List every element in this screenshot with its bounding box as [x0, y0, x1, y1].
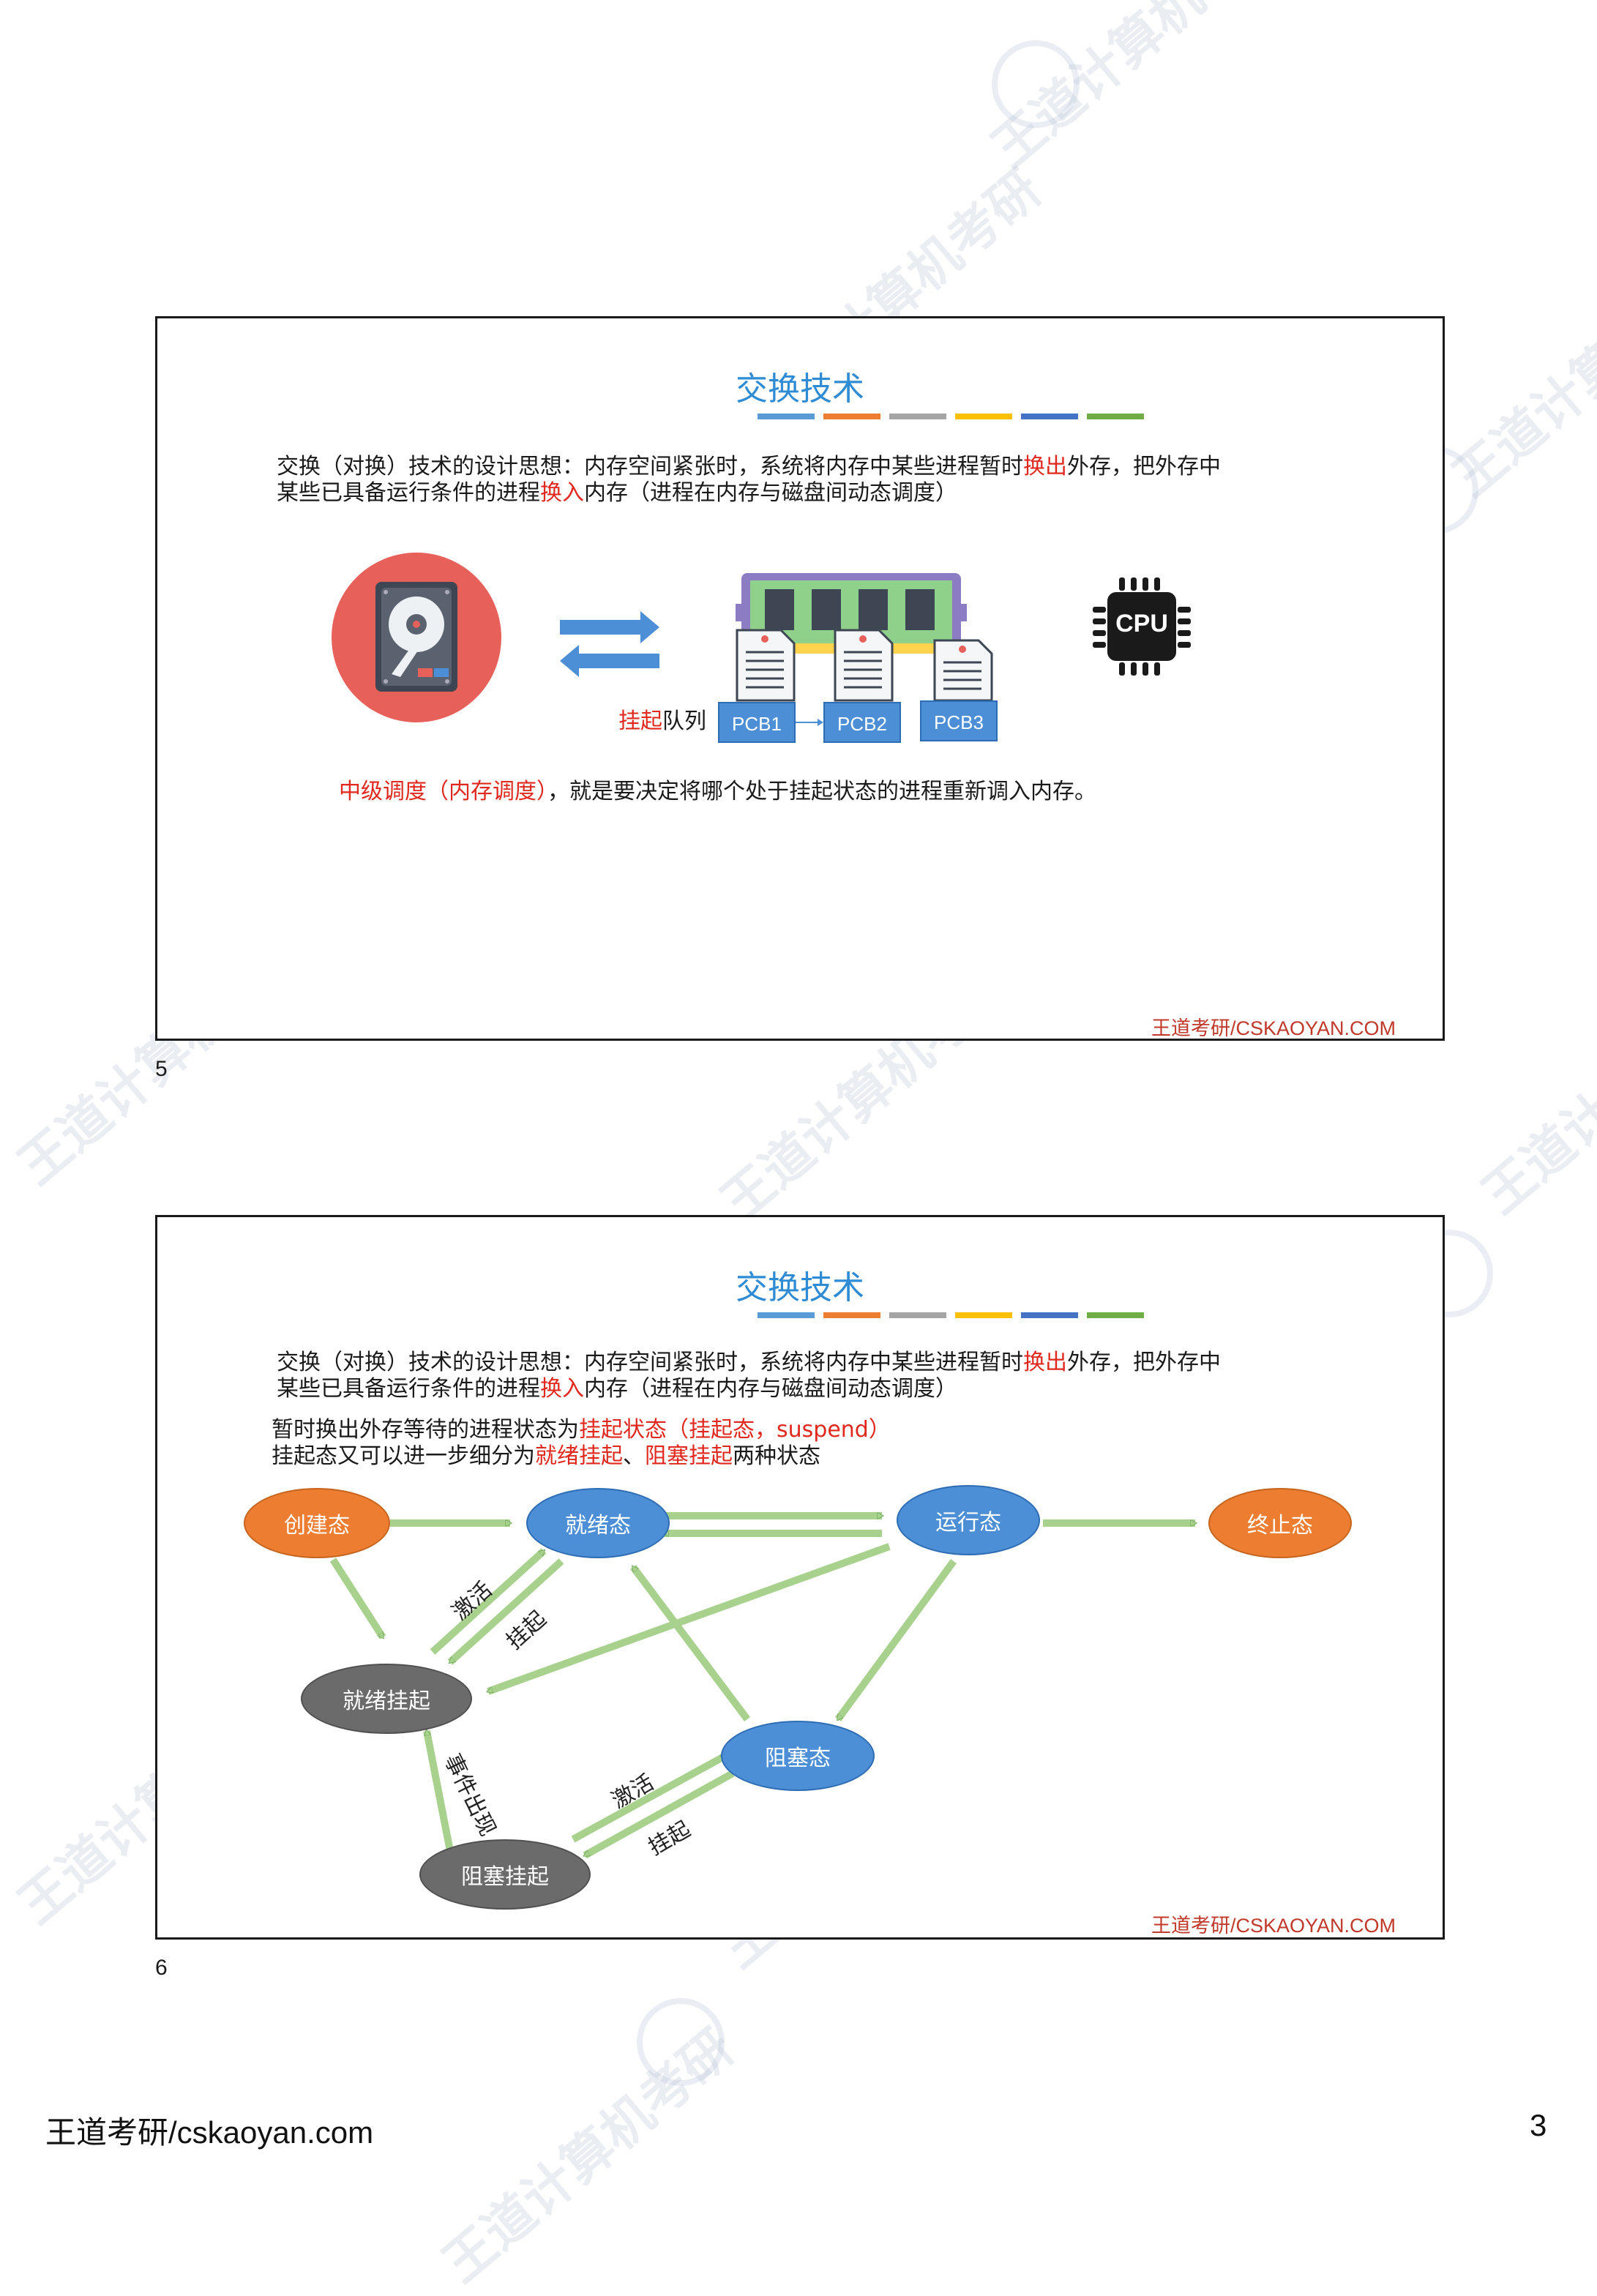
title-bar-segment [889, 1312, 946, 1318]
state-ready-suspend: 就绪挂起 [301, 1664, 472, 1734]
process-document-icon [933, 639, 993, 702]
title-bar-segment [1087, 414, 1144, 419]
text-span: 两种状态 [733, 1443, 820, 1469]
text-span: 内存（进程在内存与磁盘间动态调度） [584, 480, 957, 506]
title-bar-segment [955, 1312, 1012, 1318]
arrow-blocked-to-blocked-suspend [585, 1770, 735, 1859]
swap-out-keyword: 换出 [1023, 1350, 1067, 1375]
swap-in-keyword: 换入 [540, 480, 584, 506]
suspend-state-definition: 暂时换出外存等待的进程状态为挂起状态（挂起态，suspend） [272, 1416, 891, 1444]
text-span: 外存，把外存中 [1067, 1350, 1221, 1375]
design-idea-line-2: 某些已具备运行条件的进程换入内存（进程在内存与磁盘间动态调度） [277, 479, 957, 507]
page-footer: 王道考研/cskaoyan.com [45, 2115, 374, 2150]
process-document-icon [834, 629, 894, 702]
text-span: 交换（对换）技术的设计思想：内存空间紧张时，系统将内存中某些进程暂时 [277, 1350, 1023, 1375]
state-running: 运行态 [897, 1485, 1040, 1555]
design-idea-line-1: 交换（对换）技术的设计思想：内存空间紧张时，系统将内存中某些进程暂时换出外存，把… [277, 453, 1221, 481]
text-span: 外存，把外存中 [1067, 454, 1221, 479]
state-blocked-suspend: 阻塞挂起 [419, 1839, 591, 1910]
title-bar-segment [823, 414, 880, 419]
title-bar-segment [1021, 1312, 1078, 1318]
arrow-running-to-blocked [834, 1559, 957, 1721]
text-span: 某些已具备运行条件的进程 [277, 1376, 540, 1402]
design-idea-line-1: 交换（对换）技术的设计思想：内存空间紧张时，系统将内存中某些进程暂时换出外存，把… [277, 1349, 1221, 1377]
watermark-text: 王道计 [1470, 1080, 1597, 1226]
text-span: 、 [623, 1443, 645, 1469]
state-transition-arrows [329, 1512, 1443, 1859]
watermark-text: 王道计算机考研 [431, 2017, 745, 2295]
state-label: 阻塞态 [765, 1746, 831, 1771]
slide-footer: 王道考研/CSKAOYAN.COM [1151, 1915, 1396, 1937]
pcb-block: PCB2 [823, 702, 901, 743]
swap-arrows-icon [560, 608, 662, 681]
mid-term-scheduling-note: 中级调度（内存调度），就是要决定将哪个处于挂起状态的进程重新调入内存。 [339, 778, 1096, 806]
pcb-block: PCB3 [920, 700, 998, 741]
title-bar-segment [889, 414, 946, 419]
title-color-bar [758, 1312, 1144, 1318]
title-bar-segment [823, 1312, 880, 1318]
text-span: ，就是要决定将哪个处于挂起状态的进程重新调入内存。 [547, 779, 1096, 804]
slide-footer: 王道考研/CSKAOYAN.COM [1151, 1017, 1396, 1039]
arrow-blocked-suspend-to-ready-suspend [423, 1731, 454, 1852]
blocked-suspend-keyword: 阻塞挂起 [645, 1443, 733, 1469]
pcb-block: PCB1 [718, 702, 796, 743]
arrow-blocked-to-ready [630, 1565, 750, 1721]
suspend-subdivision: 挂起态又可以进一步细分为就绪挂起、阻塞挂起两种状态 [272, 1443, 820, 1470]
page-number: 3 [1530, 2108, 1547, 2142]
suspend-keyword: 挂起 [618, 708, 662, 734]
slide-title: 交换技术 [736, 1269, 864, 1306]
arrow-create-to-ready-suspend [329, 1558, 386, 1637]
swap-out-keyword: 换出 [1023, 454, 1067, 479]
arrow-ready-to-ready-suspend [447, 1558, 564, 1665]
queue-arrow-icon [796, 717, 823, 728]
watermark-logo [992, 40, 1080, 128]
text-span: 暂时换出外存等待的进程状态为 [272, 1417, 579, 1443]
swap-in-keyword: 换入 [540, 1376, 584, 1402]
slide-5: 交换技术 交换（对换）技术的设计思想：内存空间紧张时，系统将内存中某些进程暂时换… [155, 316, 1445, 1041]
design-idea-line-2: 某些已具备运行条件的进程换入内存（进程在内存与磁盘间动态调度） [277, 1375, 957, 1403]
text-span: 挂起态又可以进一步细分为 [272, 1443, 535, 1469]
slide-number: 6 [155, 1956, 168, 1980]
text-span: 队列 [662, 708, 706, 734]
state-create: 创建态 [244, 1488, 390, 1558]
cpu-icon: CPU [1087, 572, 1197, 681]
state-label: 创建态 [284, 1513, 350, 1538]
state-label: 就绪挂起 [343, 1689, 430, 1714]
title-bar-segment [1021, 414, 1078, 419]
arrow-ready-suspend-to-ready [430, 1548, 547, 1655]
state-label: 终止态 [1247, 1513, 1313, 1538]
title-bar-segment [758, 414, 815, 419]
slide-number: 5 [155, 1057, 168, 1081]
title-bar-segment [758, 1312, 815, 1318]
suspend-state-keyword: 挂起状态（挂起态，suspend） [579, 1417, 891, 1443]
arrow-running-to-ready-suspend [488, 1543, 891, 1695]
title-bar-segment [955, 414, 1012, 419]
title-bar-segment [1087, 1312, 1144, 1318]
watermark-logo [637, 1998, 725, 2086]
state-label: 运行态 [935, 1510, 1001, 1536]
text-span: 某些已具备运行条件的进程 [277, 480, 540, 506]
slide-title: 交换技术 [736, 370, 864, 408]
arrow-blocked-suspend-to-blocked [571, 1752, 725, 1843]
text-span: 内存（进程在内存与磁盘间动态调度） [584, 1376, 957, 1402]
state-blocked: 阻塞态 [721, 1721, 875, 1791]
state-ready: 就绪态 [526, 1488, 670, 1558]
title-color-bar [758, 414, 1144, 419]
hard-disk-icon [330, 551, 503, 724]
cpu-label: CPU [1115, 610, 1168, 637]
slide-6: 交换技术 交换（对换）技术的设计思想：内存空间紧张时，系统将内存中某些进程暂时换… [155, 1215, 1445, 1940]
text-span: 交换（对换）技术的设计思想：内存空间紧张时，系统将内存中某些进程暂时 [277, 454, 1023, 479]
state-label: 就绪态 [565, 1513, 631, 1538]
state-terminated: 终止态 [1208, 1488, 1352, 1558]
state-label: 阻塞挂起 [461, 1864, 549, 1890]
mid-term-scheduling-keyword: 中级调度（内存调度） [339, 779, 547, 804]
suspend-queue-label: 挂起队列 [618, 708, 706, 736]
ready-suspend-keyword: 就绪挂起 [535, 1443, 623, 1469]
process-document-icon [736, 629, 796, 702]
